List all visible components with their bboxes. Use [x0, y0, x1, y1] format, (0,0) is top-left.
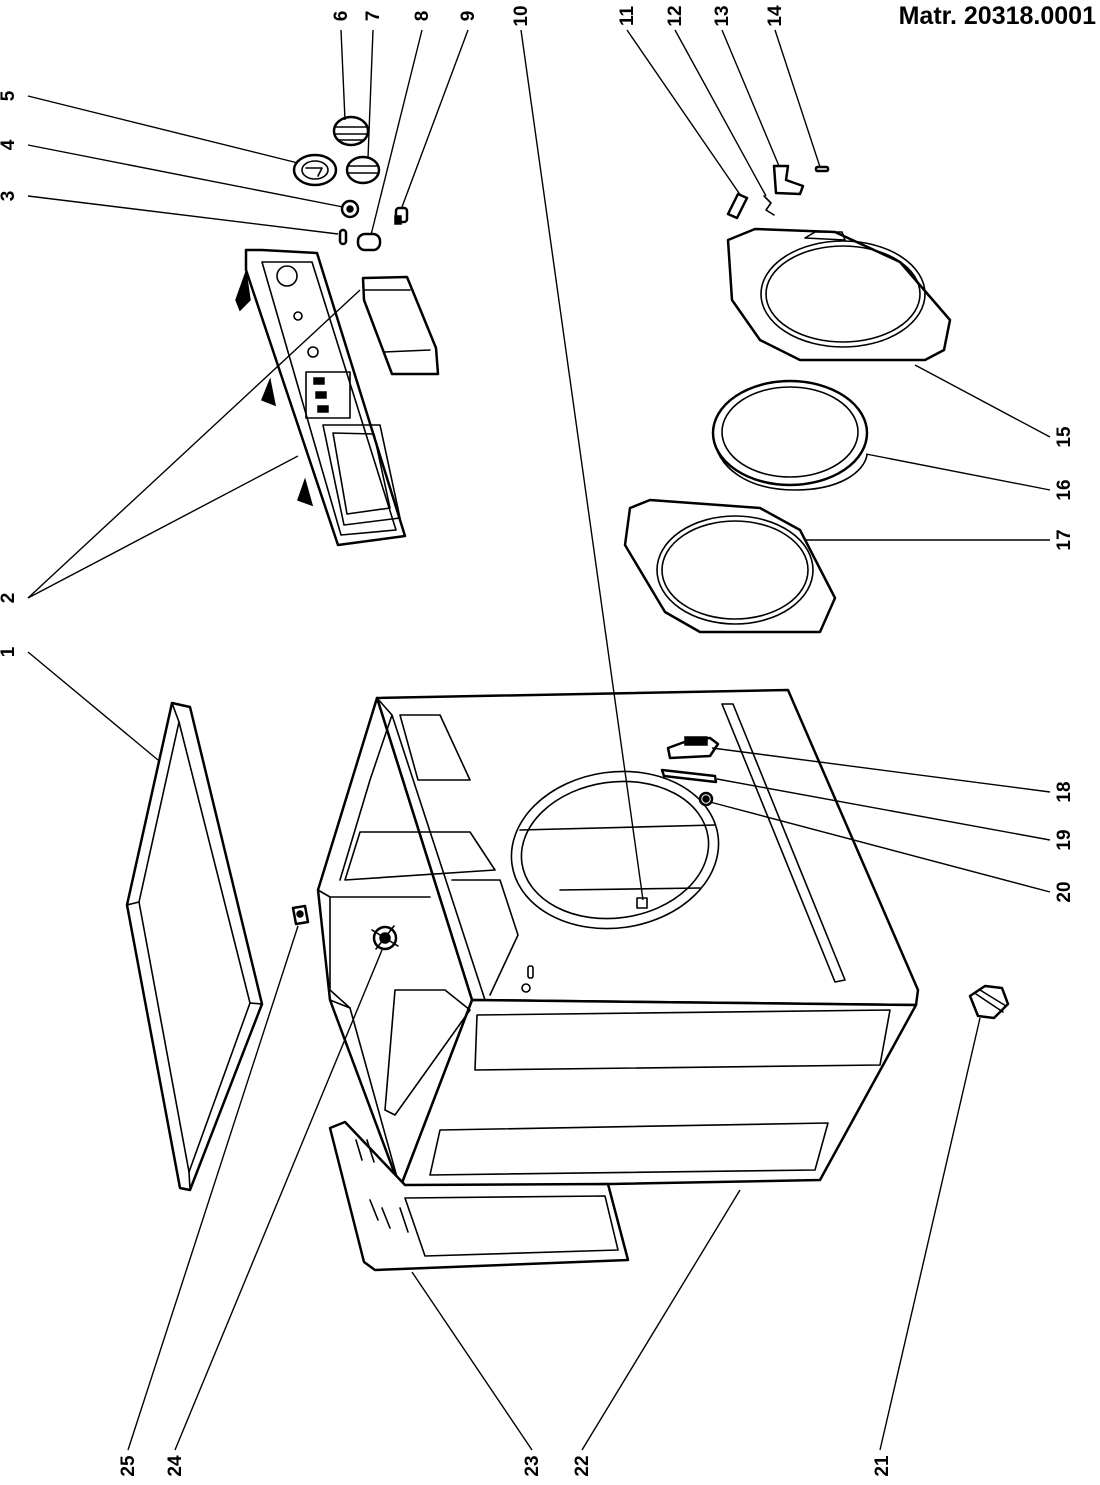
part-18-door-lock	[666, 736, 720, 760]
part-22-cabinet	[316, 688, 920, 1190]
callout-18: 18	[1054, 781, 1075, 802]
leader-3	[27, 195, 339, 235]
callout-9: 9	[458, 11, 479, 22]
callout-24: 24	[165, 1455, 186, 1477]
callout-7: 7	[363, 11, 384, 22]
leader-6	[340, 29, 346, 121]
part-25-bracket	[291, 904, 310, 926]
part-14-pin	[814, 165, 830, 173]
leader-8	[370, 29, 423, 236]
part-12-spring	[763, 195, 775, 216]
part-21-foot	[968, 984, 1010, 1020]
leader-16	[865, 453, 1051, 491]
part-16-door-glass	[711, 379, 869, 491]
callout-14: 14	[765, 5, 786, 27]
part-23-bottom-plate	[328, 1120, 630, 1272]
leader-19	[716, 778, 1051, 841]
leader-7	[367, 29, 374, 159]
callout-2: 2	[0, 593, 19, 604]
drawing-number: Matr. 20318.0001	[898, 2, 1096, 30]
part-11-hinge-pin	[726, 192, 749, 220]
callout-5: 5	[0, 90, 19, 101]
part-2-control-panel	[235, 248, 407, 547]
part-9-indicator	[394, 206, 409, 225]
callout-19: 19	[1054, 829, 1075, 850]
leader-18	[711, 747, 1051, 793]
leader-lines	[27, 29, 1051, 1451]
leader-10	[520, 29, 644, 901]
part-19-strip	[660, 768, 718, 784]
callout-4: 4	[0, 139, 19, 150]
part-6-knob	[332, 115, 370, 147]
callout-numbers: 1 2 3 4 5 6 7 8 9 10 11 12 13 14 15 16 1…	[0, 5, 1075, 1477]
part-24-fitting	[371, 925, 399, 951]
leader-15	[914, 364, 1051, 438]
part-20-nut	[698, 791, 714, 807]
callout-6: 6	[331, 11, 352, 22]
leader-21	[879, 1017, 981, 1451]
leader-23	[411, 1271, 533, 1451]
callout-11: 11	[617, 6, 638, 27]
leader-1	[27, 651, 159, 761]
part-3-pin	[338, 228, 348, 246]
callout-12: 12	[665, 5, 686, 26]
leader-2a	[27, 455, 299, 599]
leader-11	[626, 29, 742, 197]
leader-25	[127, 925, 299, 1451]
callout-16: 16	[1054, 479, 1075, 500]
callout-15: 15	[1054, 426, 1075, 448]
callout-8: 8	[412, 11, 433, 22]
leader-2b	[27, 289, 361, 599]
leader-24	[174, 949, 383, 1451]
callout-17: 17	[1054, 529, 1075, 550]
leader-9	[401, 29, 469, 208]
leader-20	[709, 801, 1051, 893]
callout-10: 10	[511, 5, 532, 26]
part-7-knob	[345, 155, 381, 185]
part-13-catch	[772, 164, 805, 196]
part-4-ring	[340, 199, 360, 219]
callout-22: 22	[572, 1455, 593, 1476]
leader-22	[581, 1189, 741, 1451]
callout-25: 25	[118, 1455, 139, 1477]
callout-21: 21	[872, 1455, 893, 1477]
callout-13: 13	[712, 5, 733, 26]
part-1-top-panel	[125, 701, 264, 1192]
callout-23: 23	[522, 1455, 543, 1476]
part-15-door-frame	[726, 227, 952, 362]
part-17-door-inner-frame	[623, 498, 837, 634]
callout-20: 20	[1054, 881, 1075, 902]
leader-12	[674, 29, 767, 197]
callout-3: 3	[0, 191, 19, 202]
leader-4	[27, 144, 344, 208]
callout-1: 1	[0, 646, 19, 657]
part-5-knob	[292, 153, 338, 187]
part-2-dispenser-drawer	[361, 275, 440, 376]
leader-13	[721, 29, 780, 167]
leader-14	[774, 29, 821, 168]
part-8-button	[356, 232, 382, 252]
leader-5	[27, 95, 299, 164]
